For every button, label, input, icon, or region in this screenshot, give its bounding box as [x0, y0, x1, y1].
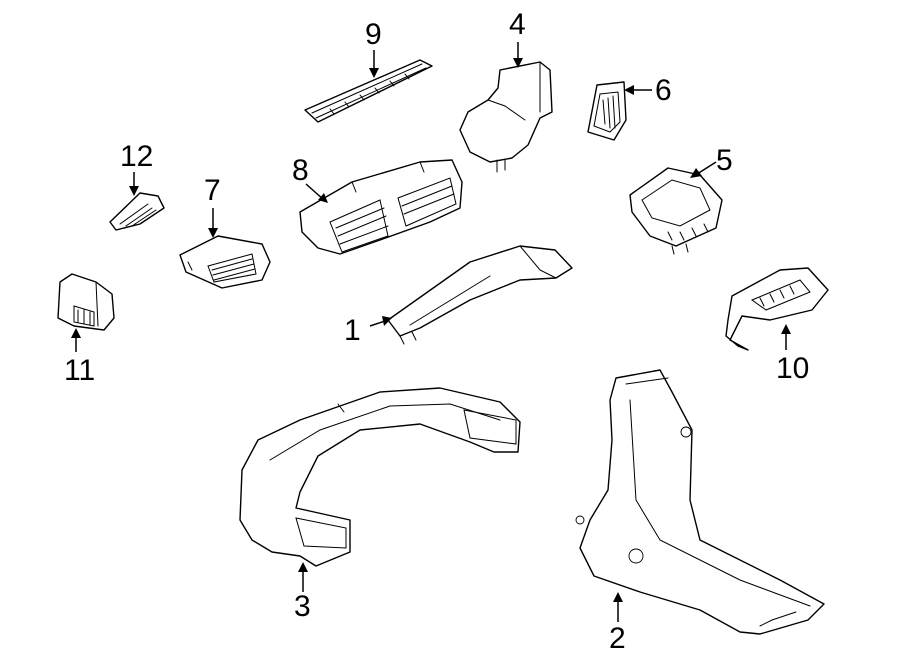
callout-11: 11 [64, 328, 95, 387]
callout-12: 12 [120, 140, 153, 196]
callout-3-label: 3 [294, 590, 311, 623]
part-9-vent-strip [304, 59, 433, 123]
callout-9: 9 [365, 18, 382, 78]
callout-4: 4 [509, 8, 526, 68]
callout-1: 1 [344, 314, 392, 347]
callout-10: 10 [776, 324, 809, 385]
callout-6-label: 6 [655, 74, 672, 107]
part-8-center-vent [299, 159, 463, 255]
part-7-side-vent [179, 235, 271, 289]
callout-10-label: 10 [776, 352, 809, 385]
part-6-corner-vent [587, 81, 627, 141]
callout-6: 6 [624, 74, 672, 107]
callout-11-label: 11 [64, 354, 95, 387]
part-10-vent-assembly [725, 267, 829, 351]
callout-3: 3 [294, 562, 311, 623]
callout-2-label: 2 [609, 622, 626, 655]
callout-4-label: 4 [509, 8, 526, 41]
callout-7-label: 7 [204, 174, 221, 207]
part-12-small-grille [109, 192, 165, 231]
part-5-square-vent [629, 167, 723, 255]
callout-5: 5 [690, 144, 733, 178]
callout-2: 2 [609, 592, 626, 655]
callout-7: 7 [204, 174, 221, 238]
callout-8: 8 [292, 154, 328, 203]
part-1-floor-duct [387, 245, 573, 345]
callout-9-label: 9 [365, 18, 382, 51]
callout-5-label: 5 [716, 144, 733, 177]
part-11-small-vent [57, 273, 115, 331]
part-2-floor-duct [575, 369, 825, 635]
callout-8-label: 8 [292, 154, 309, 187]
callout-12-label: 12 [120, 140, 153, 173]
part-3-lower-duct [239, 387, 521, 567]
callout-1-label: 1 [344, 314, 361, 347]
part-4-upper-duct [459, 61, 553, 173]
